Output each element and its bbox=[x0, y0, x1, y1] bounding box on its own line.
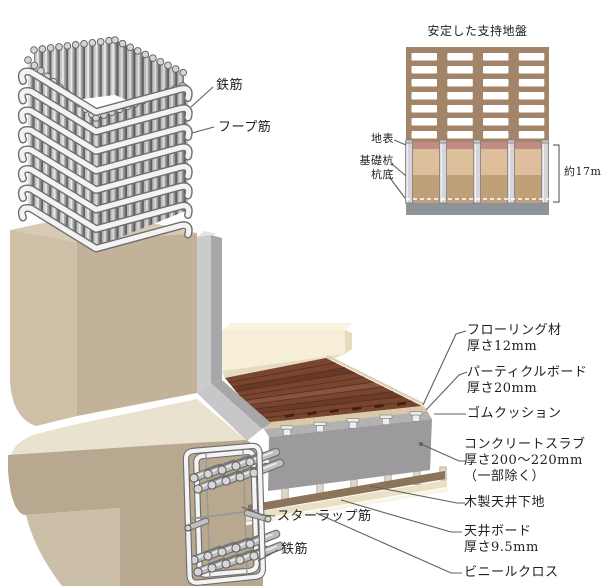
label-foundation-pile: 基礎杭 bbox=[359, 154, 394, 167]
label-wood-ceiling-base: 木製天井下地 bbox=[464, 495, 546, 510]
floor-back-edge bbox=[326, 354, 424, 406]
label-ground-surface: 地表 bbox=[371, 132, 394, 145]
column-rebar-cage bbox=[22, 36, 189, 249]
beam-top-surface bbox=[9, 399, 247, 461]
wood-ceiling-base-strip bbox=[248, 471, 445, 513]
inset-support-ground bbox=[406, 203, 549, 215]
beam-soffit-face bbox=[26, 508, 120, 586]
beam-stirrup-cage bbox=[182, 442, 280, 586]
label-concrete-slab: コンクリートスラブ 厚さ200～220mm （一部除く） bbox=[464, 437, 586, 484]
label-hoop-tie: フープ筋 bbox=[218, 120, 272, 135]
pile-foundation-inset bbox=[404, 47, 560, 215]
label-ceiling-board: 天井ボード 厚さ9.5mm bbox=[464, 524, 539, 555]
vinyl-cloth-strip bbox=[245, 488, 448, 526]
label-particle-board: パーティクルボード 厚さ20mm bbox=[467, 365, 588, 396]
leader-lines bbox=[190, 86, 468, 574]
tie-hooks bbox=[184, 509, 272, 532]
label-vinyl-cloth: ビニールクロス bbox=[464, 565, 559, 580]
floor-assembly bbox=[225, 354, 448, 526]
wall-section-angle bbox=[197, 231, 271, 441]
label-rebar-bottom: 鉄筋 bbox=[281, 542, 309, 557]
label-pile-depth: 約17m bbox=[564, 165, 601, 178]
column-front-face bbox=[77, 233, 197, 416]
label-flooring: フローリング材 厚さ12mm bbox=[467, 323, 562, 354]
particle-board-edge bbox=[262, 406, 427, 429]
ceiling-board-strip bbox=[246, 480, 447, 521]
plank-end-marks bbox=[284, 401, 407, 418]
concrete-slab-face bbox=[268, 419, 432, 491]
label-stirrup-tie: スターラップ筋 bbox=[277, 509, 372, 524]
label-rubber-cushion: ゴムクッション bbox=[467, 406, 562, 421]
inset-title: 安定した支持地盤 bbox=[427, 24, 528, 38]
label-rebar-top: 鉄筋 bbox=[216, 78, 244, 93]
depth-bracket bbox=[553, 144, 560, 203]
column-left-face bbox=[10, 230, 77, 426]
label-pile-bottom: 杭底 bbox=[371, 168, 394, 181]
